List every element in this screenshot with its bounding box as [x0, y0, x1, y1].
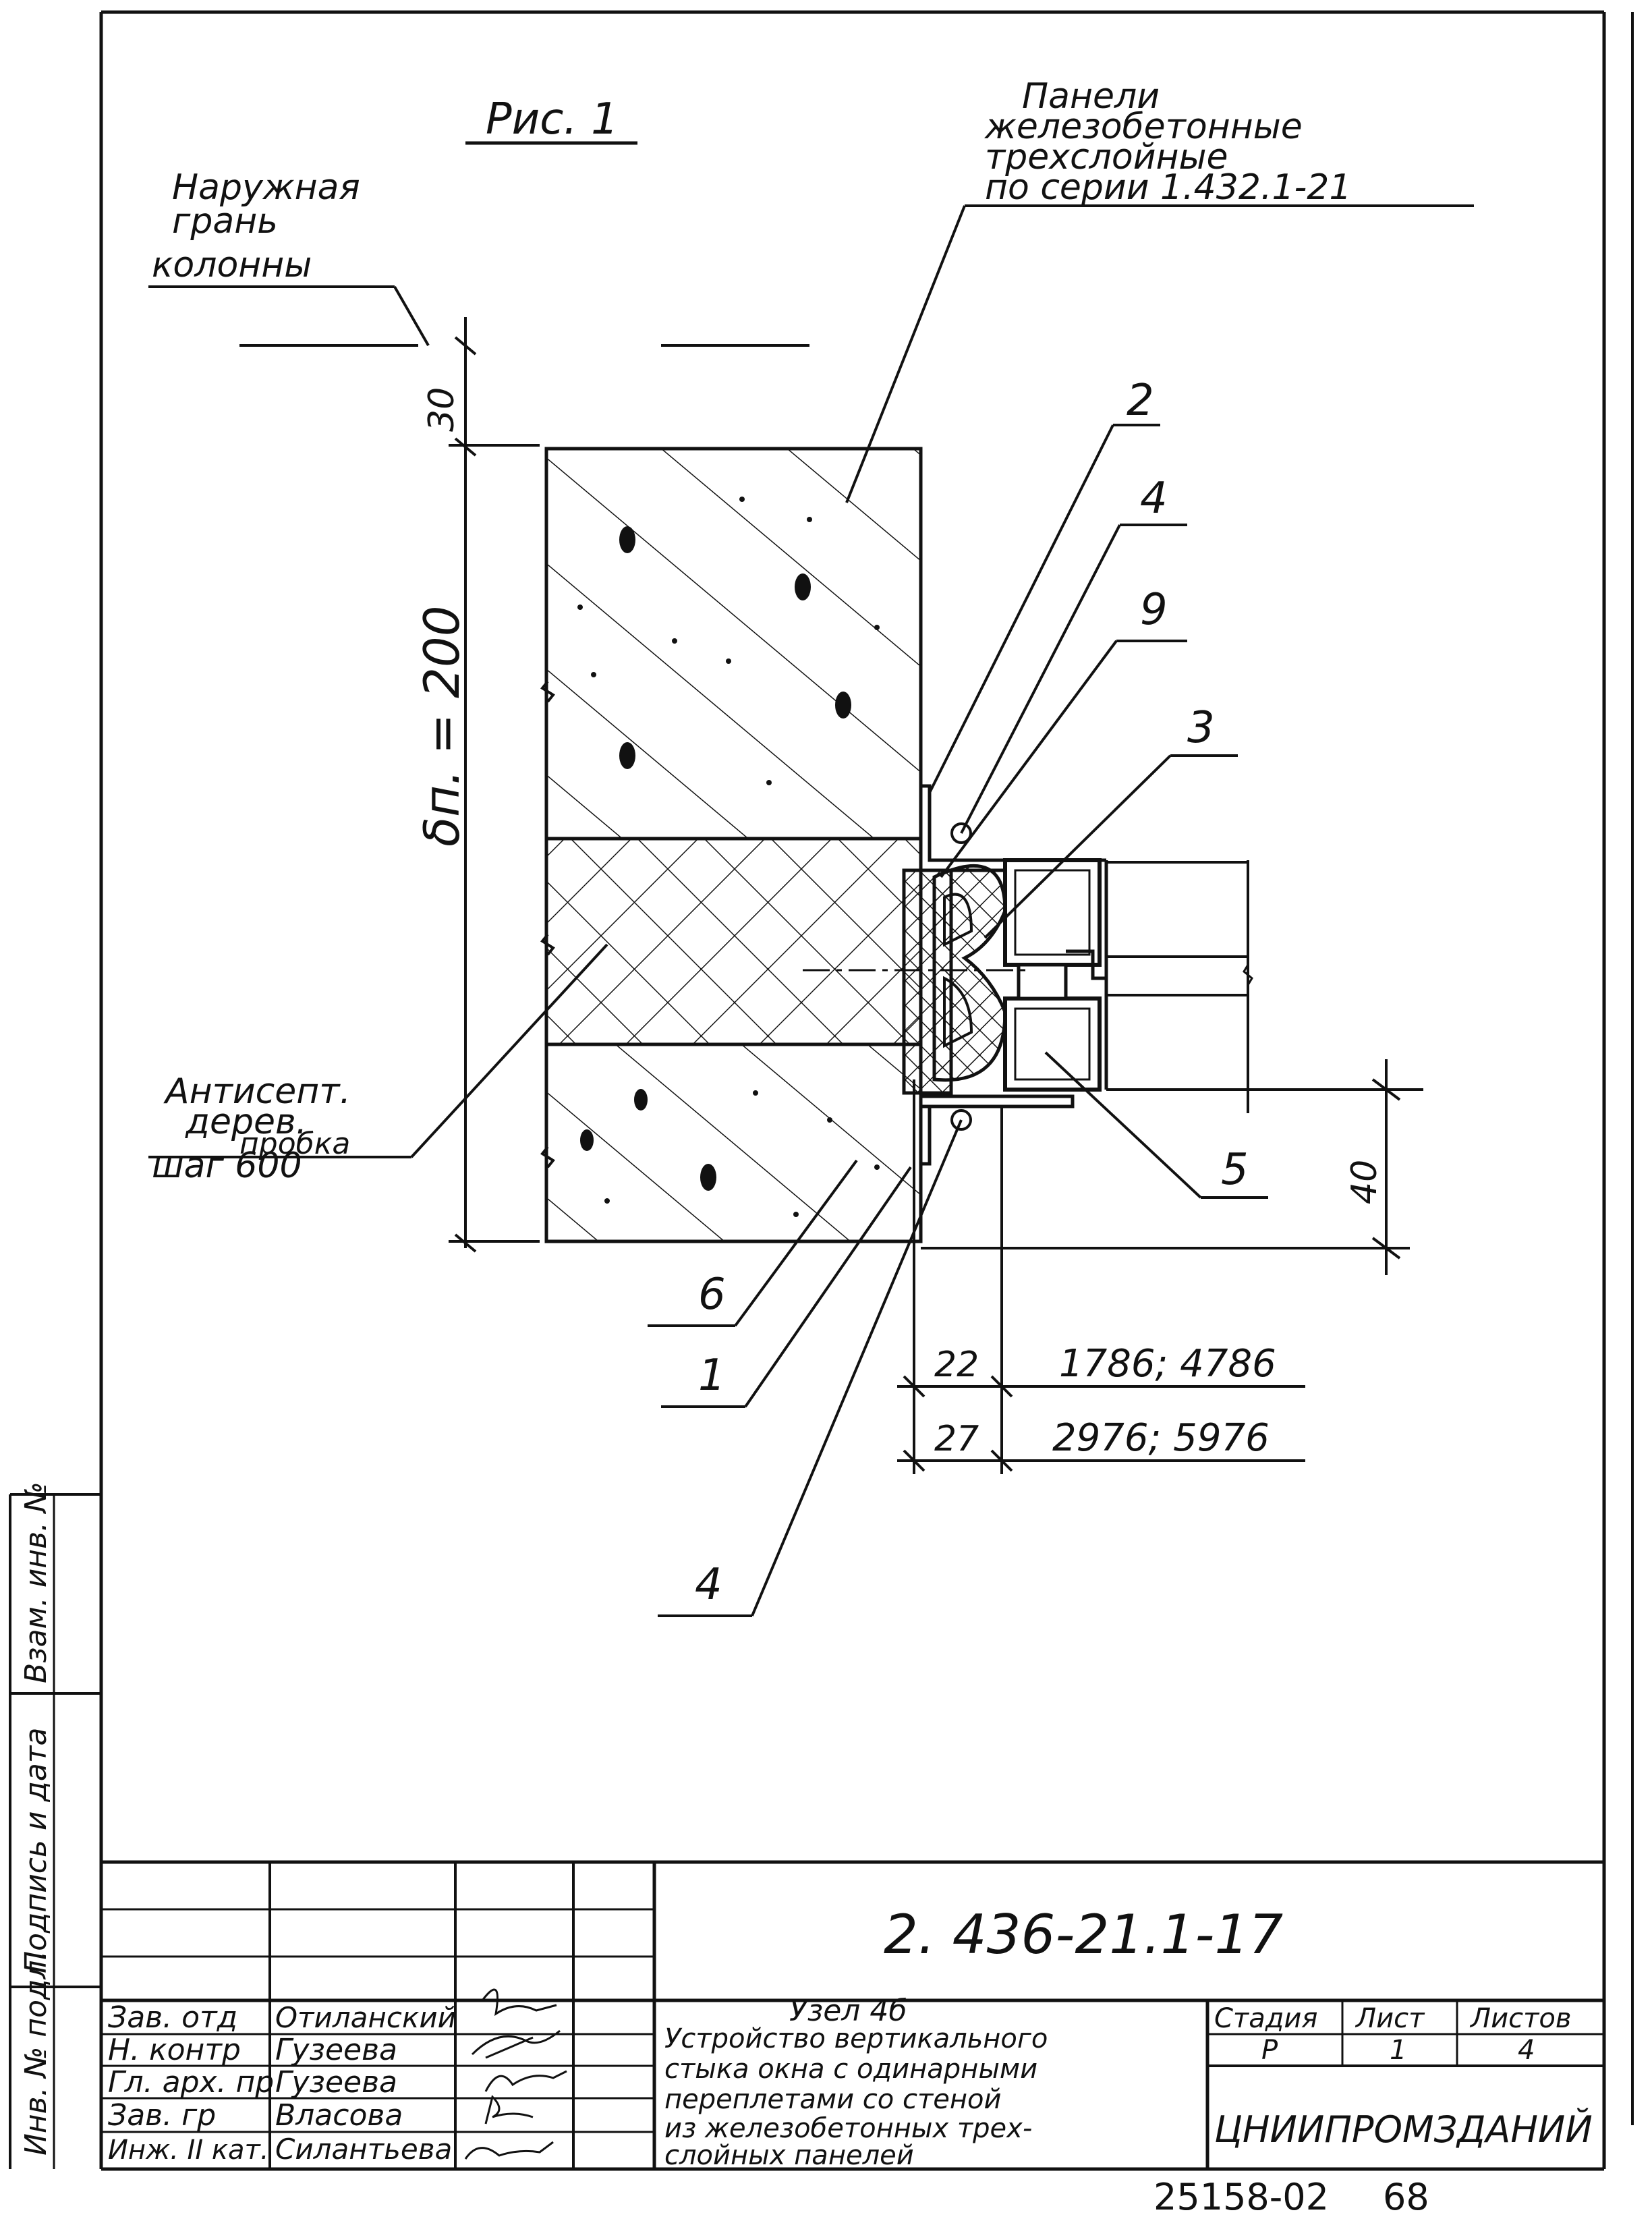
marker-6: 6: [648, 1159, 858, 1327]
steel-angle-bottom: [921, 1104, 932, 1166]
name-5: Силантьева: [275, 2133, 452, 2166]
elastic-gasket: [932, 864, 1007, 1082]
cork-line-3: пробка: [239, 1127, 350, 1161]
sheet-header: Лист: [1355, 2003, 1425, 2034]
dimension-1786-4786: 1786; 4786: [1059, 1342, 1276, 1386]
signatures: [464, 1988, 567, 2160]
name-1: Отиланский: [275, 2001, 456, 2034]
cork-line-1: Антисепт.: [163, 1071, 351, 1112]
column-face-line-3: колонны: [152, 245, 312, 285]
role-3: Гл. арх. пр: [108, 2065, 274, 2100]
panels-line-3: трехслойные: [985, 137, 1228, 177]
column-face-line-2: грань: [172, 201, 278, 242]
marker-2: 2: [928, 376, 1160, 793]
title-line-4: переплетами со стеной: [664, 2084, 1002, 2115]
side-stamp-inv-podl: Инв. № подл.: [19, 1950, 53, 2156]
sheet-value: 1: [1390, 2035, 1406, 2066]
concrete-aggregate: [577, 497, 880, 1217]
stage-value: Р: [1261, 2035, 1278, 2066]
side-stamp-signature-date: Подпись и дата: [19, 1728, 53, 1973]
title-block: 2. 436-21.1-17 Зав. отд Н. контр Гл. арх…: [101, 1860, 1604, 2171]
marker-6-text: 6: [698, 1270, 726, 1320]
name-2: Гузеева: [275, 2033, 397, 2067]
dimension-30: 30: [422, 387, 462, 432]
name-4: Власова: [275, 2098, 403, 2133]
wall-section: [540, 447, 923, 1243]
column-face-line-1: Наружная: [172, 167, 360, 208]
marker-4-top: 4: [960, 474, 1187, 834]
panels-line-2: железобетонные: [984, 107, 1303, 147]
sheets-header: Листов: [1469, 2003, 1571, 2034]
sheet-frame: [99, 10, 1634, 2171]
cork-line-4: шаг 600: [152, 1146, 302, 1186]
figure-label: Рис. 1: [465, 94, 637, 145]
figure-label-text: Рис. 1: [486, 94, 619, 144]
concrete-layer-top: [544, 447, 923, 841]
title-line-5: из железобетонных трех-: [664, 2113, 1032, 2144]
panels-line-1: Панели: [1022, 76, 1160, 117]
role-1: Зав. отд: [108, 2000, 237, 2035]
archive-number: 25158-02: [1153, 2176, 1329, 2218]
dimension-40: 40: [1344, 1160, 1385, 1204]
dimension-22: 22: [934, 1345, 979, 1385]
dimension-2976-5976: 2976; 5976: [1052, 1416, 1270, 1460]
name-3: Гузеева: [275, 2065, 397, 2100]
role-4: Зав. гр: [108, 2098, 216, 2133]
stage-header: Стадия: [1214, 2003, 1317, 2034]
side-stamp: Инв. № подл. Подпись и дата Взам. инв. №: [9, 1482, 101, 2169]
callout-cork: Антисепт. дерев. пробка шаг 600: [148, 943, 608, 1186]
marker-3: 3: [984, 703, 1238, 939]
marker-9-text: 9: [1140, 585, 1168, 635]
role-5: Инж. II кат.: [108, 2135, 269, 2166]
marker-2-text: 2: [1127, 376, 1154, 426]
role-2: Н. контр: [108, 2033, 241, 2067]
dimension-200: δп. = 200: [414, 605, 470, 847]
marker-4-bottom: 4: [658, 1119, 963, 1617]
title-line-6: слойных панелей: [664, 2140, 914, 2171]
window-frame-profile: [1003, 858, 1108, 1098]
dimension-right: 40: [921, 1059, 1410, 1275]
organization: ЦНИИПРОМЗДАНИЙ: [1214, 2108, 1593, 2151]
marker-1: 1: [661, 1166, 912, 1408]
marker-9: 9: [940, 585, 1187, 878]
marker-4-top-text: 4: [1140, 474, 1168, 524]
sheets-value: 4: [1518, 2035, 1535, 2066]
concrete-layer-bottom: [544, 1042, 923, 1243]
page-number: 68: [1383, 2176, 1429, 2218]
panels-line-4: по серии 1.432.1-21: [985, 167, 1351, 208]
marker-1-text: 1: [698, 1351, 726, 1401]
title-line-2: Устройство вертикального: [664, 2023, 1048, 2054]
title-line-1: Узел 4б: [789, 1994, 907, 2028]
cork-line-2: дерев.: [185, 1102, 307, 1142]
dimension-left: 30 δп. = 200: [414, 317, 540, 1253]
dimension-bottom: 22 1786; 4786 27 2976; 5976: [897, 1079, 1305, 1474]
callout-panels: Панели железобетонные трехслойные по сер…: [845, 76, 1474, 503]
side-stamp-vzam: Взам. инв. №: [19, 1482, 53, 1683]
marker-5-text: 5: [1221, 1145, 1249, 1195]
footer: 25158-02 68: [1153, 2176, 1429, 2218]
callout-column-face: Наружная грань колонны: [148, 167, 809, 347]
title-line-3: стыка окна с одинарными: [664, 2054, 1037, 2085]
marker-5: 5: [1044, 1051, 1268, 1199]
doc-number: 2. 436-21.1-17: [884, 1903, 1283, 1966]
insulation-layer: [544, 837, 923, 1046]
marker-3-text: 3: [1187, 703, 1215, 753]
marker-4-bottom-text: 4: [695, 1560, 722, 1610]
dimension-27: 27: [934, 1419, 979, 1459]
steel-angle-top: [921, 784, 1075, 872]
